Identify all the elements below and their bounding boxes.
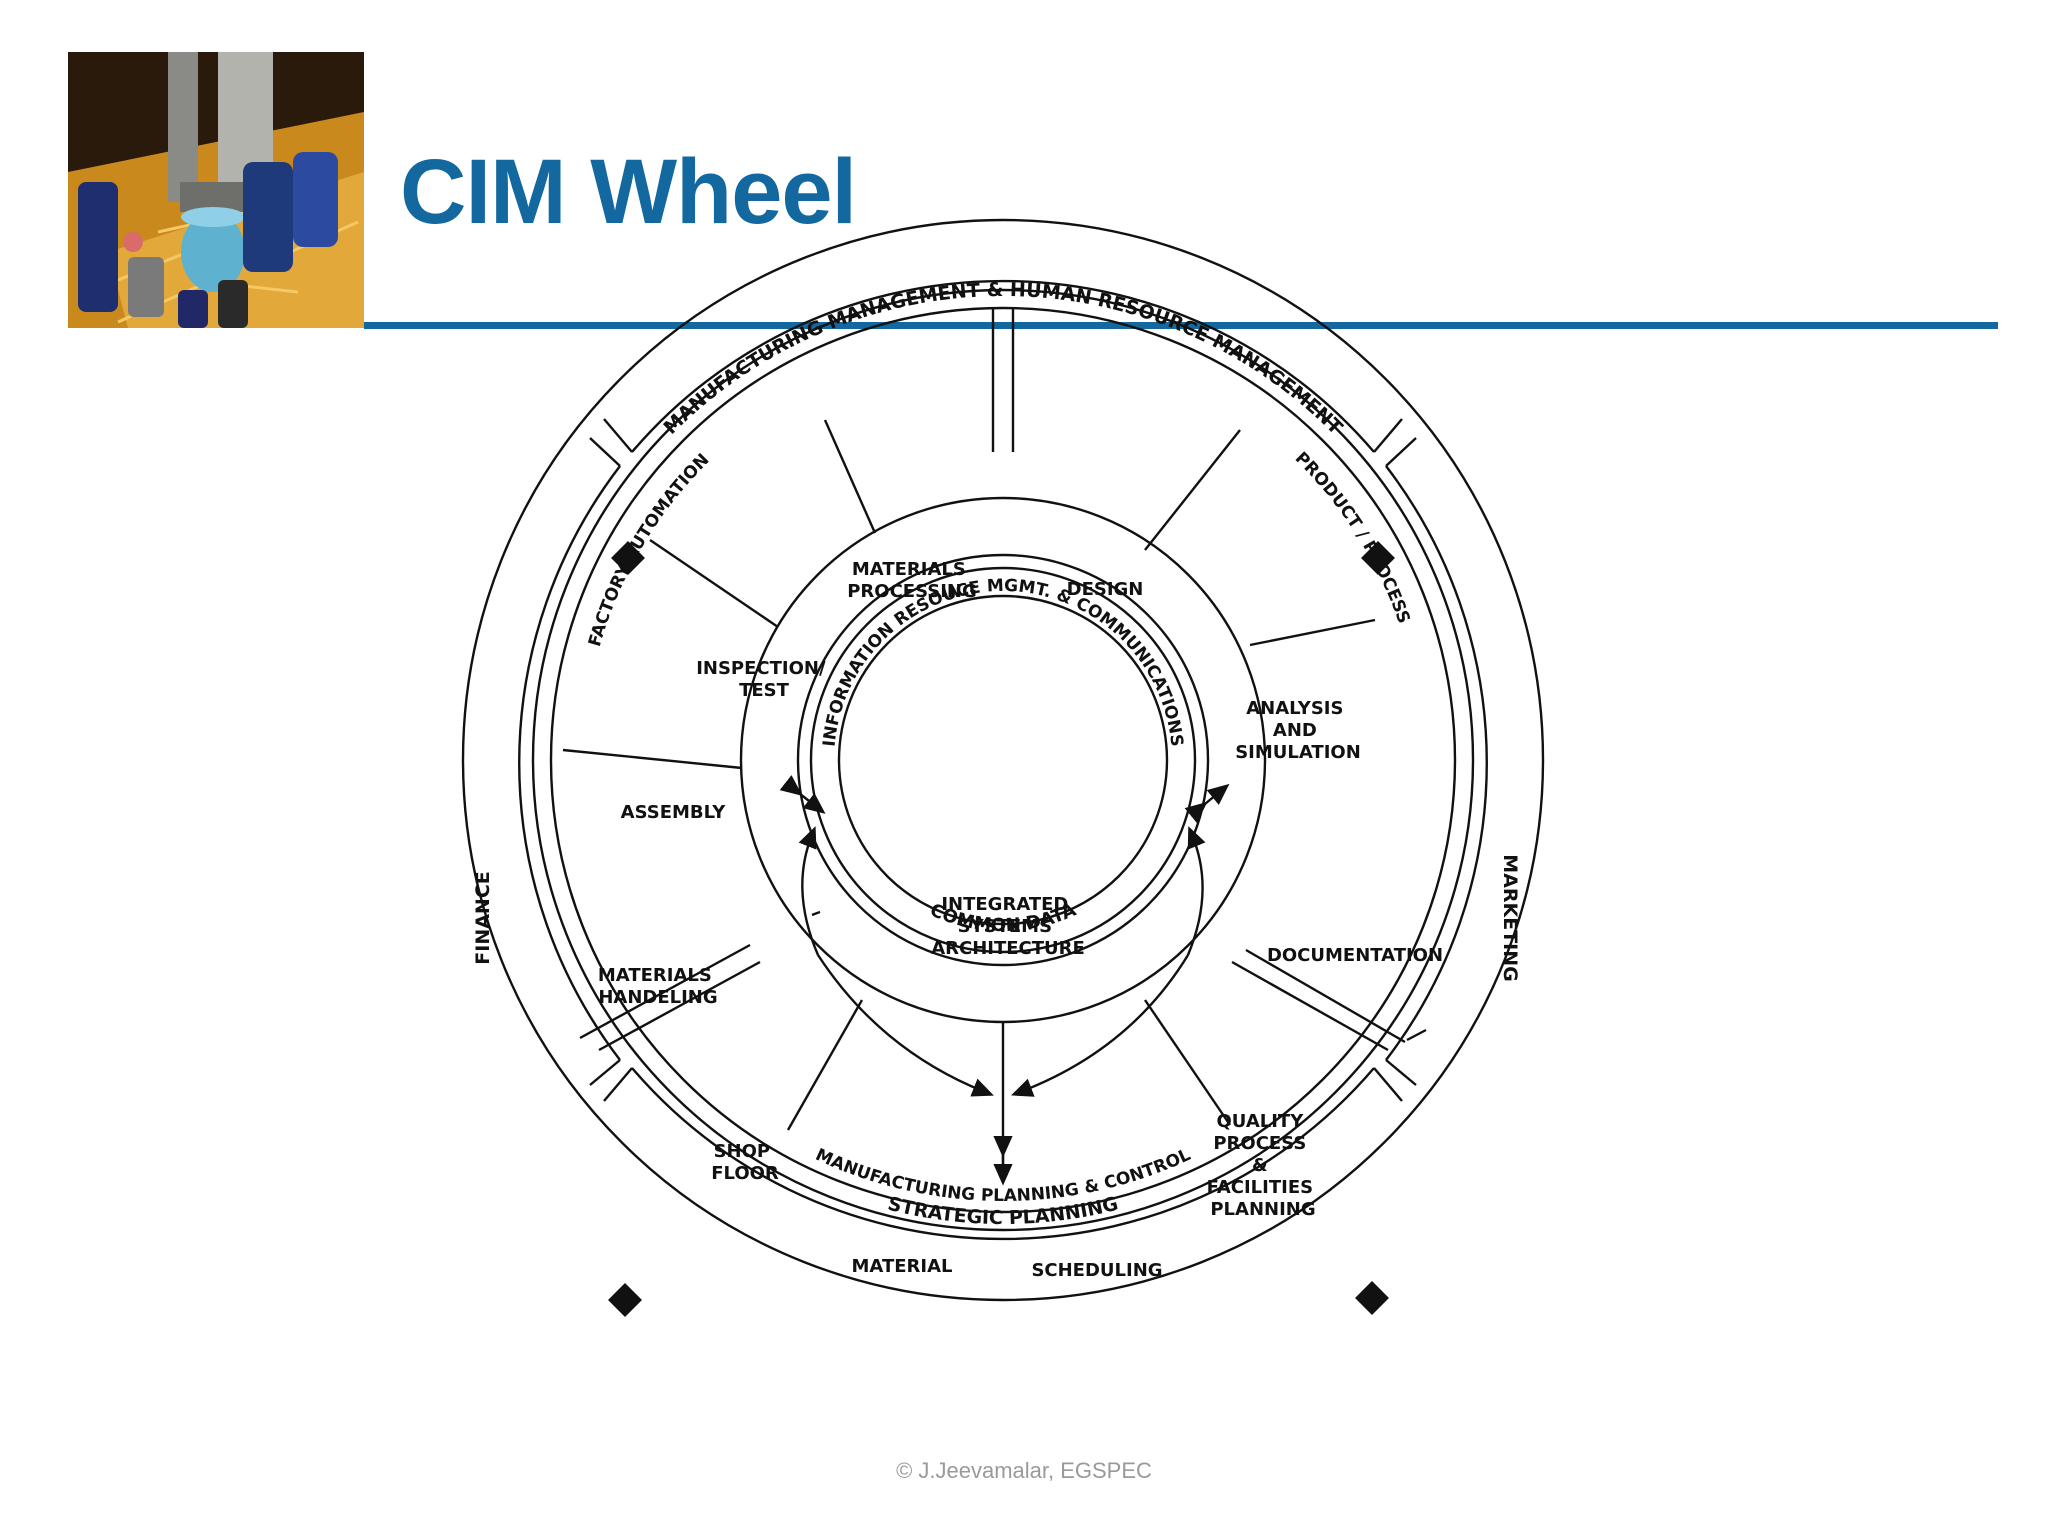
slide-title: CIM Wheel <box>400 141 857 243</box>
segment-scheduling: SCHEDULING <box>1031 1260 1162 1281</box>
hub-label: INTEGRATED SYSTEMS ARCHITECTURE <box>931 894 1085 959</box>
segment-materials-handeling: MATERIALS HANDELING <box>598 965 718 1008</box>
segment-documentation: DOCUMENTATION <box>1267 945 1443 966</box>
segment-assembly: ASSEMBLY <box>621 802 727 823</box>
ring-junction-marks <box>608 541 1395 1317</box>
circuit-board-photo <box>68 52 364 328</box>
segment-inspection-test: INSPECTION/ TEST <box>696 658 832 701</box>
copyright-footer: © J.Jeevamalar, EGSPEC <box>896 1458 1152 1483</box>
outer-label-top: MANUFACTURING MANAGEMENT & HUMAN RESOURC… <box>660 279 1347 439</box>
segment-material: MATERIAL <box>852 1256 953 1277</box>
segment-design: DESIGN <box>1067 579 1144 600</box>
segment-analysis-simulation: ANALYSIS AND SIMULATION <box>1235 698 1361 763</box>
outer-label-right: MARKETING <box>1499 854 1521 981</box>
outer-label-left: FINANCE <box>472 871 494 964</box>
segment-shop-floor: SHOP FLOOR <box>711 1141 779 1184</box>
segment-materials-processing: MATERIALS PROCESSING <box>847 559 977 602</box>
segment-quality-planning: QUALITY PROCESS & FACILITIES PLANNING <box>1207 1111 1320 1220</box>
